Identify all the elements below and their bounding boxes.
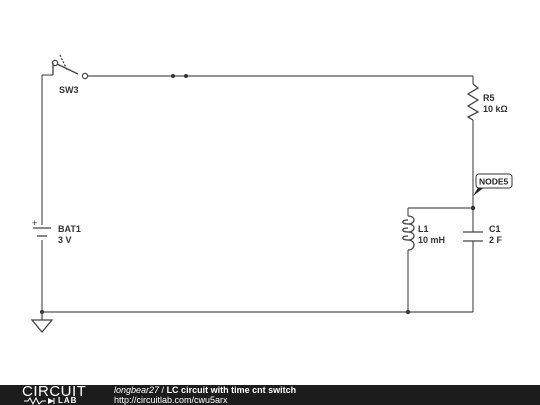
circuit-title-line: longbear27 / LC circuit with time cnt sw… (114, 385, 296, 395)
junction-dot (406, 310, 410, 314)
capacitor-c1[interactable]: C1 2 F (463, 224, 503, 245)
node-label-box (475, 173, 513, 189)
node5-flag[interactable]: NODE5 (473, 173, 513, 196)
switch-ref: SW3 (59, 85, 79, 95)
title-separator: / (159, 385, 167, 395)
footer-bar: CIRCUIT LAB longbear27 / LC circuit with… (0, 383, 540, 405)
ground-triangle (30, 319, 54, 334)
circuit-title: LC circuit with time cnt switch (166, 385, 297, 395)
resistor-ref: R5 (483, 93, 495, 103)
resistor-zigzag (466, 83, 480, 121)
junction-dot (184, 74, 188, 78)
circuit-url[interactable]: http://circuitlab.com/cwu5arx (114, 395, 228, 405)
capacitor-value: 2 F (489, 235, 503, 245)
switch-lever (56, 63, 79, 75)
switch-terminal-right (81, 72, 89, 80)
circuit-schematic: SW3 + BAT1 3 V R5 10 kΩ NODE5 L1 10 mH (30, 54, 513, 334)
battery-bat1[interactable]: + BAT1 3 V (32, 218, 81, 245)
switch-sw3[interactable]: SW3 (51, 54, 89, 95)
wires (41, 74, 474, 318)
inductor-ref: L1 (418, 224, 429, 234)
logo-wordmark: CIRCUIT (22, 383, 87, 400)
circuitlab-logo[interactable]: CIRCUIT LAB (22, 383, 97, 405)
resistor-value: 10 kΩ (483, 104, 508, 114)
battery-polarity: + (32, 218, 37, 228)
resistor-r5[interactable]: R5 10 kΩ (466, 83, 508, 121)
author-link[interactable]: longbear27 (114, 385, 160, 395)
switch-actuator (59, 54, 68, 71)
ground-symbol (30, 312, 54, 334)
inductor-coil (402, 215, 415, 251)
schematic-canvas: SW3 + BAT1 3 V R5 10 kΩ NODE5 L1 10 mH (30, 54, 513, 334)
battery-value: 3 V (58, 235, 72, 245)
battery-ref: BAT1 (58, 224, 81, 234)
junction-dot (470, 205, 476, 211)
logo-subword: LAB (58, 396, 78, 405)
junction-dot (171, 74, 175, 78)
logo-resistor-icon (24, 397, 55, 405)
inductor-value: 10 mH (418, 235, 445, 245)
capacitor-ref: C1 (489, 224, 501, 234)
node-label: NODE5 (479, 177, 509, 187)
inductor-l1[interactable]: L1 10 mH (402, 215, 445, 251)
